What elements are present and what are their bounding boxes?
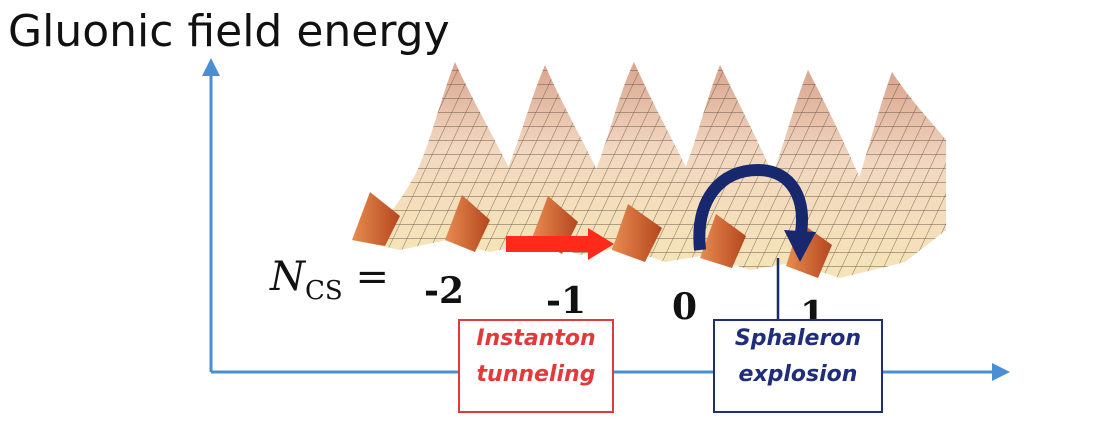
tick-0: 0 <box>672 286 698 328</box>
instanton-label-box: Instanton tunneling <box>458 319 614 413</box>
valley-5 <box>700 214 746 268</box>
ncs-label: NCS = <box>270 254 389 306</box>
ncs-equals: = <box>355 254 389 300</box>
sphaleron-line2: explosion <box>738 362 858 387</box>
surface-ridges <box>352 62 946 278</box>
valley-2 <box>445 195 490 252</box>
sphaleron-line1: Sphaleron <box>734 326 862 351</box>
diagram-title: Gluonic field energy <box>8 6 450 57</box>
instanton-line1: Instanton <box>476 326 596 351</box>
valley-4 <box>612 204 662 262</box>
ncs-symbol: N <box>270 254 305 300</box>
instanton-arrow <box>506 228 614 260</box>
instanton-line2: tunneling <box>476 362 596 387</box>
x-axis-arrowhead <box>992 363 1010 381</box>
tick-minus-2: -2 <box>424 270 464 312</box>
valley-1 <box>352 192 400 246</box>
y-axis-arrowhead <box>202 58 220 76</box>
sphaleron-label-box: Sphaleron explosion <box>713 319 883 413</box>
sphaleron-arrow <box>693 163 816 322</box>
tick-minus-1: -1 <box>546 280 586 322</box>
ncs-subscript: CS <box>305 276 343 306</box>
